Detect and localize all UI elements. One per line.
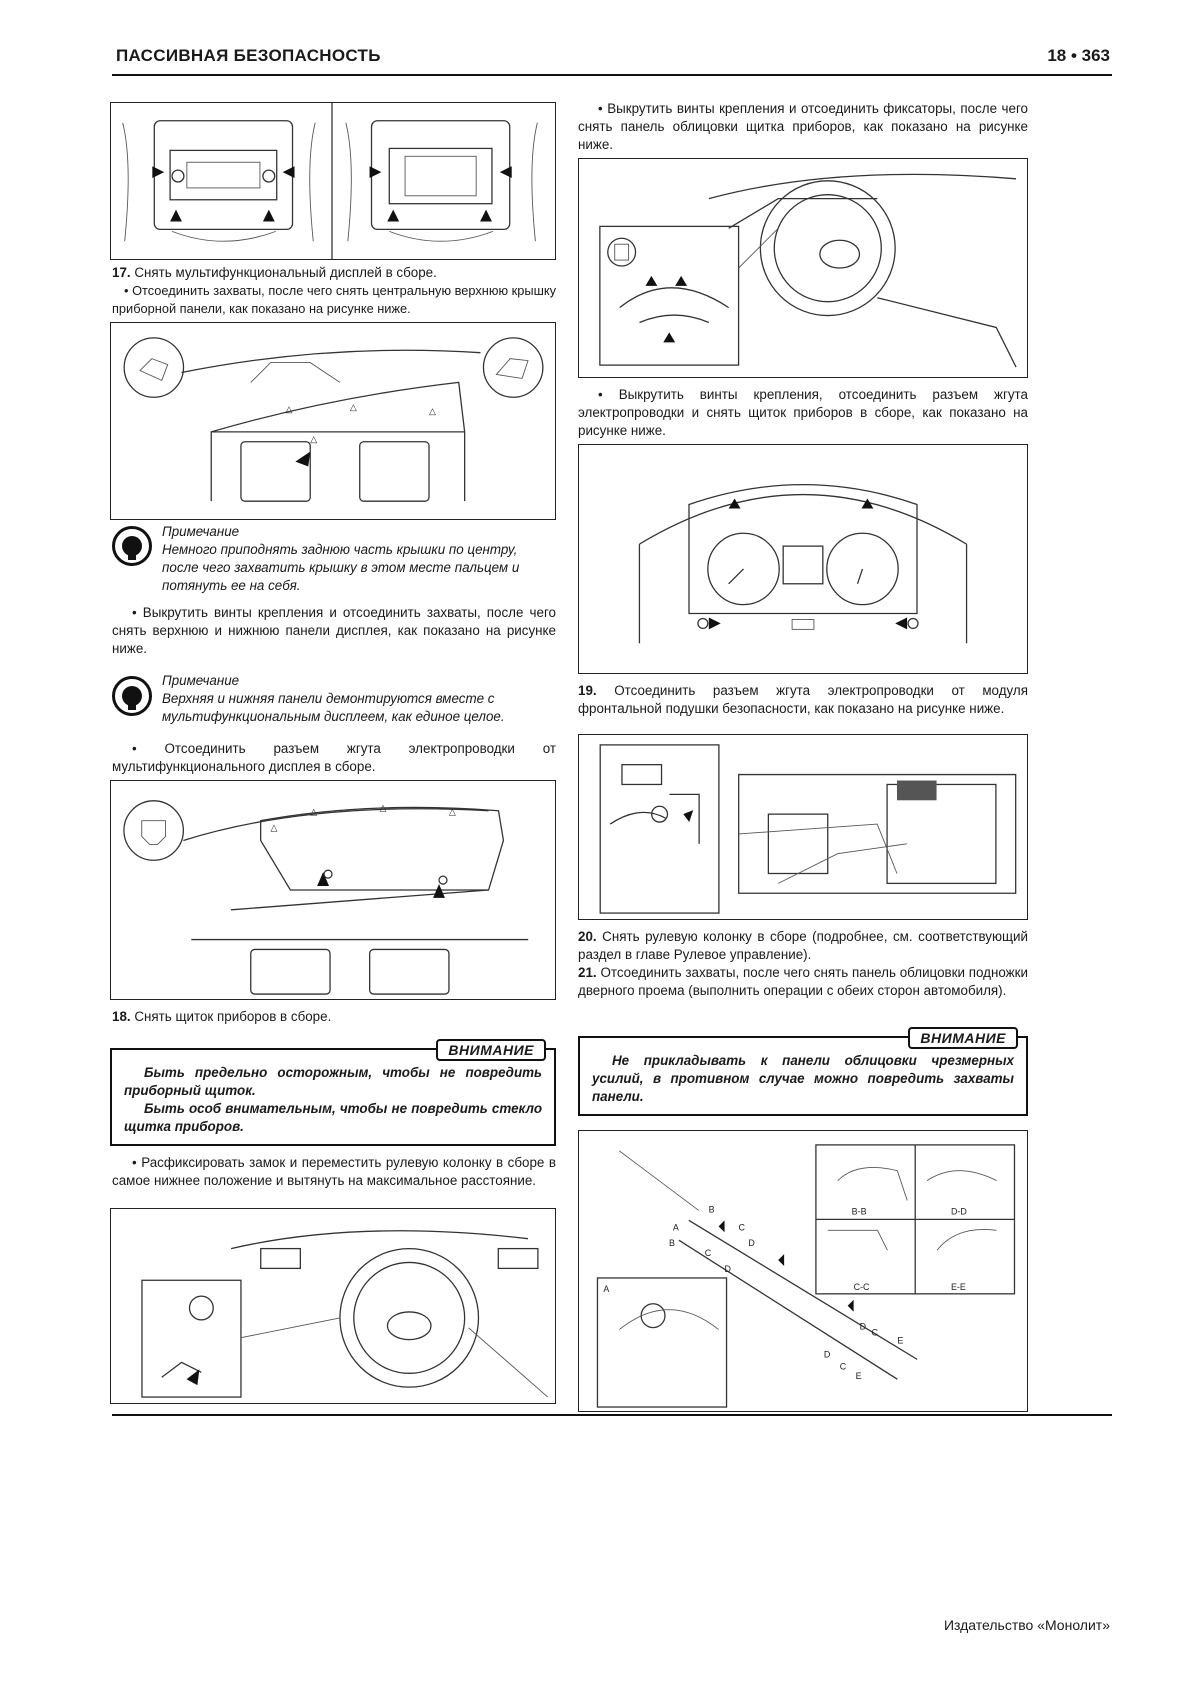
page-number: 18 • 363 <box>1047 46 1110 65</box>
note-1-text: Немного приподнять заднюю часть крышки п… <box>162 542 520 593</box>
step-19: 19. Отсоединить разъем жгута электропров… <box>578 683 1028 716</box>
svg-text:△: △ <box>449 807 456 817</box>
label-d-4: D <box>824 1349 831 1359</box>
note-icon <box>112 676 152 716</box>
label-c-4: C <box>840 1361 847 1371</box>
bullet-remove-trim: • Выкрутить винты крепления и отсоединит… <box>578 101 1028 152</box>
label-a: A <box>673 1222 679 1232</box>
label-a-inset: A <box>603 1284 609 1294</box>
figure-cluster-trim <box>578 158 1028 378</box>
svg-text:△: △ <box>380 803 387 813</box>
label-d-d: D-D <box>951 1206 967 1216</box>
label-c-1: C <box>738 1222 745 1232</box>
note-2-text: Верхняя и нижняя панели демонтируются вм… <box>162 691 505 724</box>
svg-text:△: △ <box>429 406 436 416</box>
label-e-2: E <box>856 1371 862 1381</box>
label-d-2: D <box>725 1264 732 1274</box>
step-17: 17. Снять мультифункциональный дисплей в… <box>112 265 437 280</box>
section-title: ПАССИВНАЯ БЕЗОПАСНОСТЬ <box>116 46 381 65</box>
step-21: 21. Отсоединить захваты, после чего снят… <box>578 965 1028 998</box>
bullet-remove-cover: • Отсоединить захваты, после чего снять … <box>112 283 556 316</box>
svg-text:△: △ <box>350 402 357 412</box>
step-18: 18. Снять щиток приборов в сборе. <box>112 1009 332 1024</box>
label-d-3: D <box>860 1322 867 1332</box>
figure-steering-wheel <box>110 1208 556 1404</box>
label-c-2: C <box>705 1248 712 1258</box>
label-c-3: C <box>872 1328 879 1338</box>
bullet-remove-panels: • Выкрутить винты крепления и отсоединит… <box>112 605 556 656</box>
bullet-remove-cluster: • Выкрутить винты крепления, отсоединить… <box>578 387 1028 438</box>
figure-display-removal <box>110 102 556 260</box>
figure-airbag-connector <box>578 734 1028 920</box>
figure-display-connector: △ △ △ △ <box>110 780 556 1000</box>
bullet-disconnect-display: • Отсоединить разъем жгута электропровод… <box>112 741 556 774</box>
figure-sill-trim: B-B D-D C-C E-E A A B B C C D D D D C C … <box>578 1130 1028 1412</box>
step-20: 20. Снять рулевую колонку в сборе (подро… <box>578 929 1028 962</box>
header-rule <box>112 74 1112 76</box>
warning-2-text: Не прикладывать к панели облицовки чрезм… <box>592 1053 1014 1104</box>
warning-1-line-1: Быть предельно осторожным, чтобы не повр… <box>124 1065 542 1098</box>
note-1-title: Примечание <box>162 524 240 539</box>
publisher: Издательство «Монолит» <box>943 1617 1110 1633</box>
bullet-steering-column: • Расфиксировать замок и переместить рул… <box>112 1155 556 1188</box>
warning-label: ВНИМАНИЕ <box>436 1039 546 1061</box>
label-b-2: B <box>709 1204 715 1214</box>
label-c-c: C-C <box>854 1282 870 1292</box>
svg-text:△: △ <box>271 823 278 833</box>
figure-top-cover: △ △ △ △ <box>110 322 556 520</box>
note-2-title: Примечание <box>162 673 240 688</box>
warning-label: ВНИМАНИЕ <box>908 1027 1018 1049</box>
note-1: Примечание Немного приподнять заднюю час… <box>162 523 556 595</box>
note-icon <box>112 526 152 566</box>
footer-rule <box>112 1414 1112 1416</box>
warning-box-1: ВНИМАНИЕ Быть предельно осторожным, чтоб… <box>110 1039 556 1146</box>
svg-text:△: △ <box>310 434 317 444</box>
label-b-1: B <box>669 1238 675 1248</box>
svg-text:△: △ <box>285 404 292 414</box>
warning-1-line-2: Быть особ внимательным, чтобы не повреди… <box>124 1101 542 1134</box>
note-2: Примечание Верхняя и нижняя панели демон… <box>162 672 556 726</box>
svg-text:△: △ <box>310 807 317 817</box>
label-b-b: B-B <box>852 1206 867 1216</box>
warning-box-2: ВНИМАНИЕ Не прикладывать к панели облицо… <box>578 1027 1028 1116</box>
label-d-1: D <box>748 1238 755 1248</box>
figure-instrument-cluster <box>578 444 1028 674</box>
label-e-1: E <box>897 1335 903 1345</box>
label-e-e: E-E <box>951 1282 966 1292</box>
